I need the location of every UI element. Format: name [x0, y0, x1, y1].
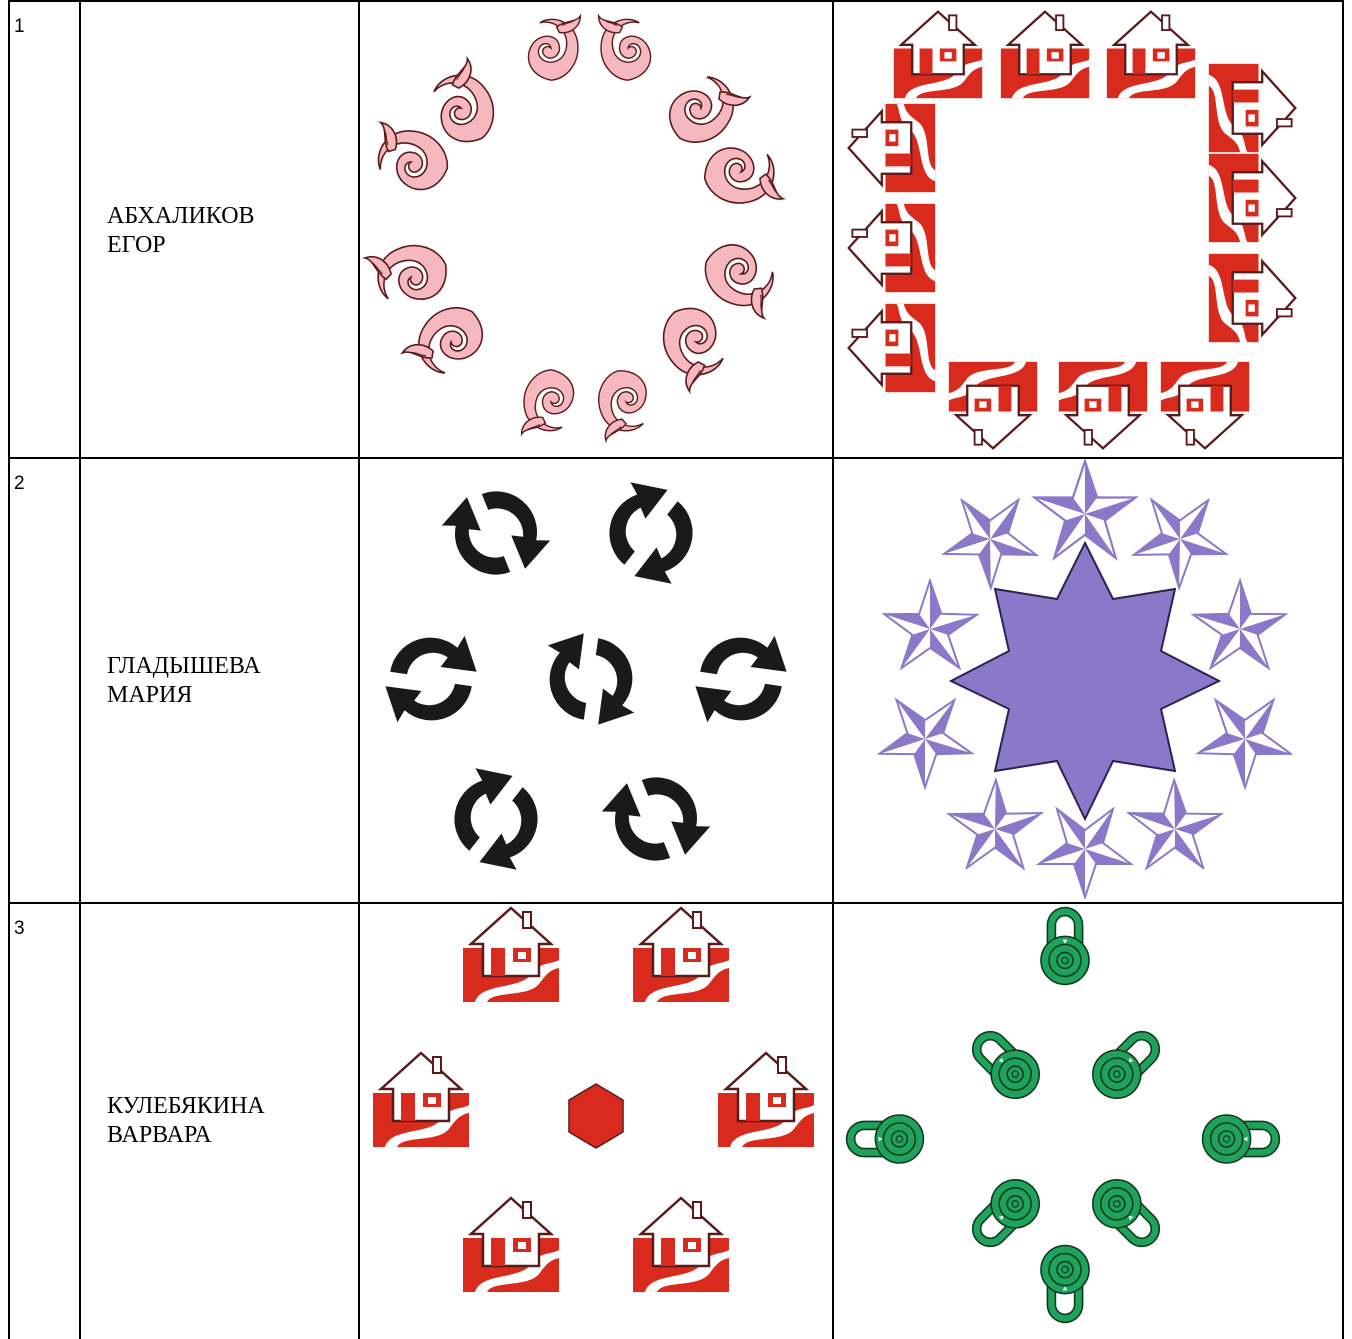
student-name-line: АБХАЛИКОВ — [107, 203, 255, 229]
house-ring-pattern — [361, 904, 831, 1339]
column-divider — [79, 0, 81, 1339]
padlock-pattern — [835, 904, 1341, 1339]
student-name: АБХАЛИКОВ ЕГОР — [107, 202, 255, 260]
student-name-line: ВАРВАРА — [107, 1122, 212, 1148]
scroll-ornament-pattern — [361, 2, 831, 456]
student-name-line: ГЛАДЫШЕВА — [107, 653, 261, 679]
student-name: ГЛАДЫШЕВА МАРИЯ — [107, 652, 261, 710]
row-divider — [8, 902, 1344, 904]
column-divider — [358, 0, 360, 1339]
hexagon-icon — [568, 1083, 624, 1149]
table-border-right — [1342, 0, 1344, 1339]
student-name-line: КУЛЕБЯКИНА — [107, 1093, 265, 1119]
student-name-line: МАРИЯ — [107, 682, 193, 708]
star-wreath-pattern — [835, 459, 1341, 901]
row-number: 3 — [14, 918, 25, 939]
row-number: 1 — [14, 16, 25, 37]
table-border-top — [8, 0, 1344, 2]
row-number: 2 — [14, 473, 25, 494]
house-frame-pattern — [835, 2, 1341, 456]
column-divider — [832, 0, 834, 1339]
table-border-left — [8, 0, 10, 1339]
refresh-arrows-pattern — [361, 459, 831, 901]
student-name: КУЛЕБЯКИНА ВАРВАРА — [107, 1092, 265, 1150]
row-divider — [8, 457, 1344, 459]
student-name-line: ЕГОР — [107, 232, 166, 258]
